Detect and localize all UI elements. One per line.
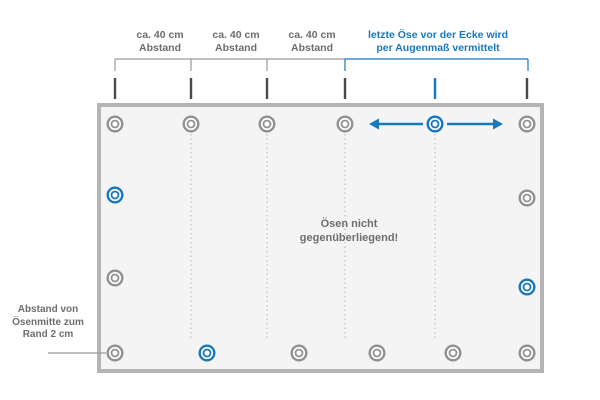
corner-note: letzte Öse vor der Ecke wird per Augenma… — [368, 29, 508, 55]
corner-bracket — [344, 58, 529, 71]
edge-distance-note-line1: Abstand von — [17, 304, 79, 315]
corner-note-line2: per Augenmaß vermittelt — [376, 42, 500, 54]
eyelet-gray — [106, 344, 124, 362]
center-note-line2: gegenüberliegend! — [299, 231, 399, 244]
arrow-left-icon — [369, 118, 423, 130]
edge-distance-note-line3: Rand 2 cm — [22, 329, 74, 340]
edge-distance-note-line2: Ösenmitte zum — [12, 316, 84, 328]
arrow-right-icon — [447, 118, 503, 130]
eyelet-gray — [258, 115, 276, 133]
spacing-label-3: ca. 40 cm Abstand — [288, 29, 335, 55]
eyelet-gray — [290, 344, 308, 362]
spacing-label-2-line2: Abstand — [214, 42, 257, 54]
corner-note-line1: letzte Öse vor der Ecke wird — [367, 29, 509, 41]
spacing-label-2-line1: ca. 40 cm — [212, 29, 260, 41]
eyelet-gray — [518, 189, 536, 207]
eyelet-blue — [426, 115, 444, 133]
eyelet-gray — [518, 344, 536, 362]
eyelet-gray — [336, 115, 354, 133]
spacing-label-1: ca. 40 cm Abstand — [136, 29, 183, 55]
center-note: Ösen nicht gegenüberliegend! — [300, 218, 398, 245]
eyelet-gray — [518, 115, 536, 133]
eyelet-gray — [106, 269, 124, 287]
spacing-bracket — [114, 58, 345, 71]
spacing-label-1-line1: ca. 40 cm — [136, 29, 184, 41]
eyelet-blue — [198, 344, 216, 362]
banner-outline — [97, 103, 544, 373]
eyelet-gray — [106, 115, 124, 133]
spacing-label-2: ca. 40 cm Abstand — [212, 29, 259, 55]
eyelet-blue — [106, 186, 124, 204]
spacing-label-1-line2: Abstand — [138, 42, 181, 54]
edge-distance-note: Abstand von Ösenmitte zum Rand 2 cm — [12, 304, 84, 342]
eyelet-gray — [444, 344, 462, 362]
eyelet-blue — [518, 278, 536, 296]
center-note-line1: Ösen nicht — [320, 218, 378, 230]
spacing-label-3-line1: ca. 40 cm — [288, 29, 336, 41]
spacing-label-3-line2: Abstand — [290, 42, 333, 54]
eyelet-gray — [182, 115, 200, 133]
eyelet-gray — [368, 344, 386, 362]
